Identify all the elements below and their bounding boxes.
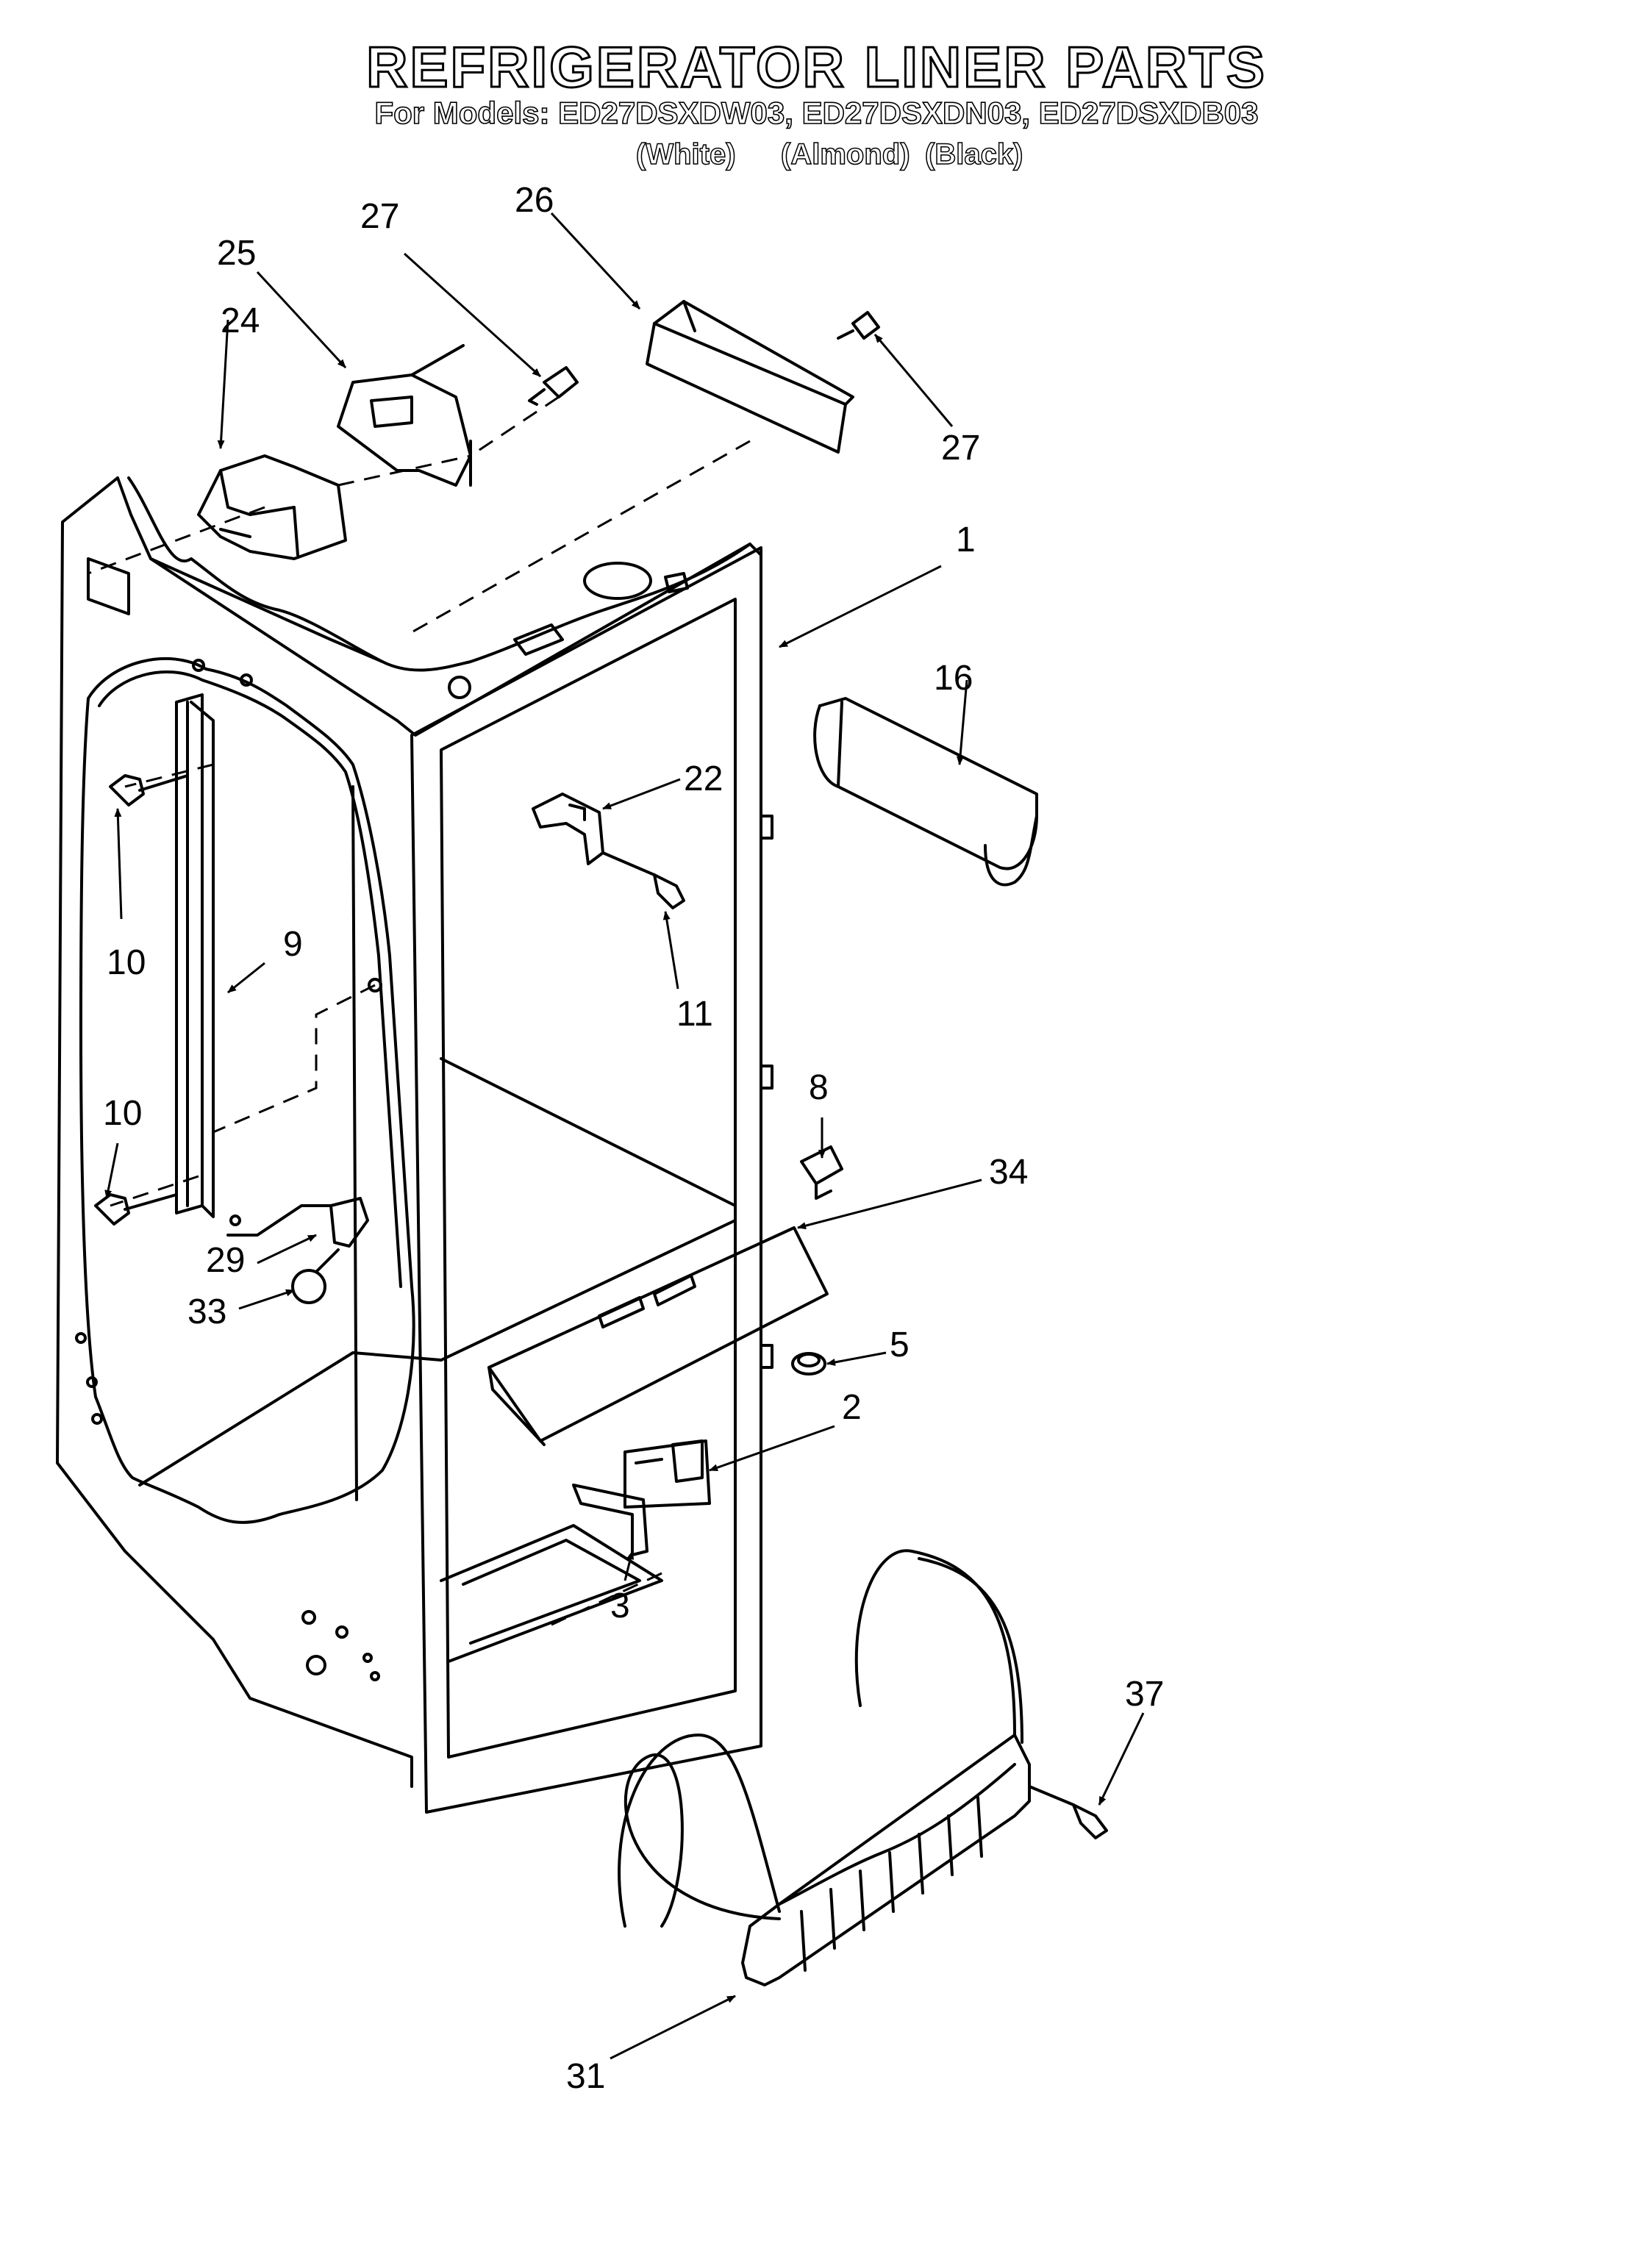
diagram-title: REFRIGERATOR LINER PARTS	[365, 35, 1267, 99]
part-27-screw-right	[837, 311, 880, 340]
callout-5: 5	[890, 1326, 910, 1364]
part-24-control-housing	[197, 454, 347, 560]
part-26-channel	[646, 300, 854, 454]
part-33-bulb	[291, 1248, 340, 1304]
callout-22: 22	[684, 759, 723, 798]
callout-33: 33	[187, 1292, 226, 1331]
liner-cabinet	[56, 476, 773, 1814]
callout-26: 26	[515, 181, 554, 220]
callout-1: 1	[956, 521, 976, 559]
variant-almond: (Almond)	[780, 138, 910, 171]
callout-34: 34	[989, 1153, 1028, 1192]
part-3-bracket	[572, 1484, 648, 1556]
assembly-dashed-lines	[87, 396, 751, 1626]
part-10-screw-top	[109, 774, 189, 806]
callout-10-top: 10	[107, 943, 146, 982]
callout-11: 11	[676, 995, 713, 1034]
part-31-heater	[618, 1549, 1031, 1986]
callout-3: 3	[610, 1586, 630, 1625]
callout-10-bottom: 10	[103, 1094, 142, 1133]
part-29-lamp-socket	[226, 1197, 369, 1248]
callout-leaders	[104, 212, 1145, 2060]
callout-24: 24	[221, 301, 260, 340]
part-5-grommet	[791, 1352, 826, 1376]
part-10-screw-bottom	[94, 1193, 178, 1226]
part-27-screw-left	[528, 366, 579, 406]
callout-16: 16	[934, 659, 973, 698]
callout-9: 9	[283, 925, 303, 964]
callout-27-left: 27	[360, 197, 399, 236]
part-34-shelf	[487, 1226, 829, 1446]
callout-29: 29	[206, 1241, 245, 1280]
callout-8: 8	[809, 1068, 829, 1107]
models-line: For Models: ED27DSXDW03, ED27DSXDN03, ED…	[374, 96, 1259, 130]
callout-37: 37	[1125, 1675, 1164, 1714]
part-25-bracket	[337, 344, 472, 487]
callout-31: 31	[566, 2057, 605, 2096]
part-37-screw	[1028, 1785, 1108, 1839]
part-9-rail	[175, 693, 215, 1218]
callout-25: 25	[217, 234, 256, 273]
callout-27-right: 27	[941, 429, 980, 468]
part-11-screw	[601, 851, 685, 909]
part-22-bracket	[532, 793, 604, 865]
variant-white: (White)	[635, 138, 736, 171]
callout-2: 2	[842, 1388, 862, 1427]
part-16-cover	[813, 697, 1038, 887]
part-2-bracket	[623, 1439, 711, 1509]
variant-black: (Black)	[924, 138, 1023, 171]
